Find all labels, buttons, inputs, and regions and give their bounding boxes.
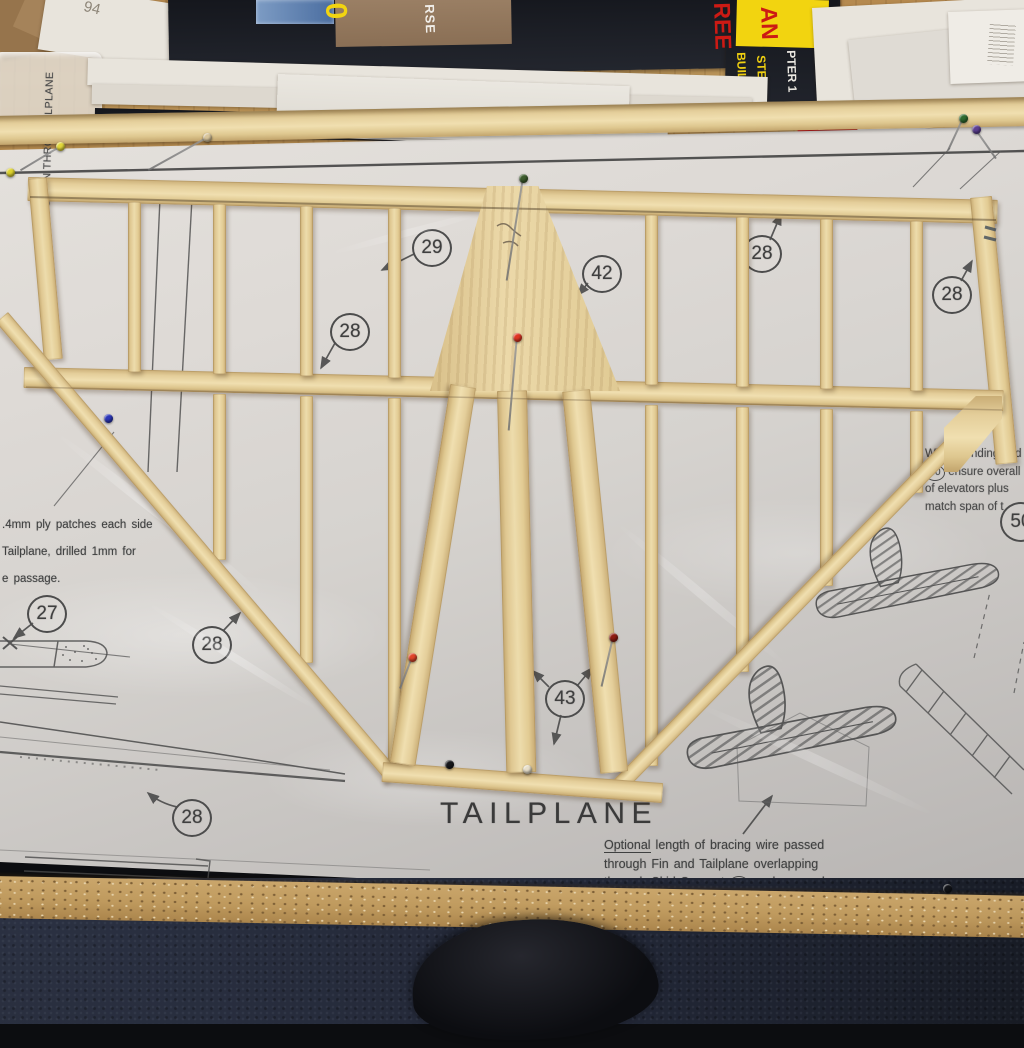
pin-head (972, 125, 981, 134)
note-left-line2: Tailplane, drilled 1mm for (2, 546, 136, 558)
rib (213, 394, 226, 560)
rib (645, 215, 658, 385)
part-label-27: 27 (27, 595, 67, 633)
pin-head (943, 884, 952, 893)
fuselage-truss-drawing (898, 663, 1024, 795)
part-label-28: 28 (330, 313, 370, 351)
part-label-28: 28 (172, 799, 212, 837)
pin-head (523, 765, 532, 774)
underlined-word: Optional (604, 838, 651, 853)
bottom-rect-drawing (0, 849, 431, 880)
pin-head (609, 633, 618, 642)
note-bottom-line1-rest: length of bracing wire passed (655, 838, 825, 852)
rib (300, 396, 313, 663)
rib (736, 217, 749, 387)
pencil-marks (25, 196, 1003, 411)
part-label-42: 42 (582, 255, 622, 293)
part-label-43: 43 (545, 680, 585, 718)
hexagon-outline (736, 712, 870, 807)
rib (820, 219, 833, 389)
note-left-line1: .4mm ply patches each side (2, 519, 153, 531)
pencil-scribble (496, 223, 522, 247)
wire-lines-drawing (0, 685, 119, 705)
plan-border-line (0, 149, 1024, 175)
tip-piece-stipple (62, 645, 97, 662)
note-left: .4mm ply patches each side Tailplane, dr… (2, 512, 153, 593)
pin-head (6, 168, 15, 177)
pin-head (445, 760, 454, 769)
part-label-29: 29 (412, 229, 452, 267)
rib (736, 407, 749, 672)
pin-head (408, 653, 417, 662)
pin-head (104, 414, 113, 423)
x-mark (2, 636, 18, 650)
plan-title: TAILPLANE (440, 797, 659, 830)
rib (300, 206, 313, 376)
magazine-cover-photo (256, 0, 334, 24)
rib (910, 221, 923, 391)
rib (820, 409, 833, 586)
rib (128, 202, 141, 372)
note-right-line2-text: ensure overall (948, 465, 1021, 478)
note-right-line4: match span of t (925, 500, 1004, 513)
rib (388, 208, 401, 378)
rib (645, 405, 658, 766)
tapered-piece-drawing (0, 721, 346, 783)
pen-marks (983, 225, 997, 242)
pin-head (56, 142, 65, 151)
note-left-line3: e passage. (2, 573, 61, 585)
pin-head (513, 333, 522, 342)
typical-section-box (147, 197, 193, 473)
plan-drawings (0, 147, 1024, 880)
note-right-line3: of elevators plus (925, 483, 1009, 495)
part-label-28: 28 (932, 276, 972, 314)
pin-head (959, 114, 968, 123)
note-bottom-line2: through Fin and Tailplane overlapping (604, 856, 819, 871)
dashed-connectors (973, 591, 1024, 694)
pin-head (519, 174, 528, 183)
part-label-28: 28 (192, 626, 232, 664)
tip-piece-drawing (0, 640, 108, 668)
rib (213, 204, 226, 374)
pin-head (203, 133, 212, 142)
rib (388, 398, 401, 763)
leader-lines (12, 212, 973, 835)
note-bottom-line1: Optional length of bracing wire passed (604, 836, 825, 855)
